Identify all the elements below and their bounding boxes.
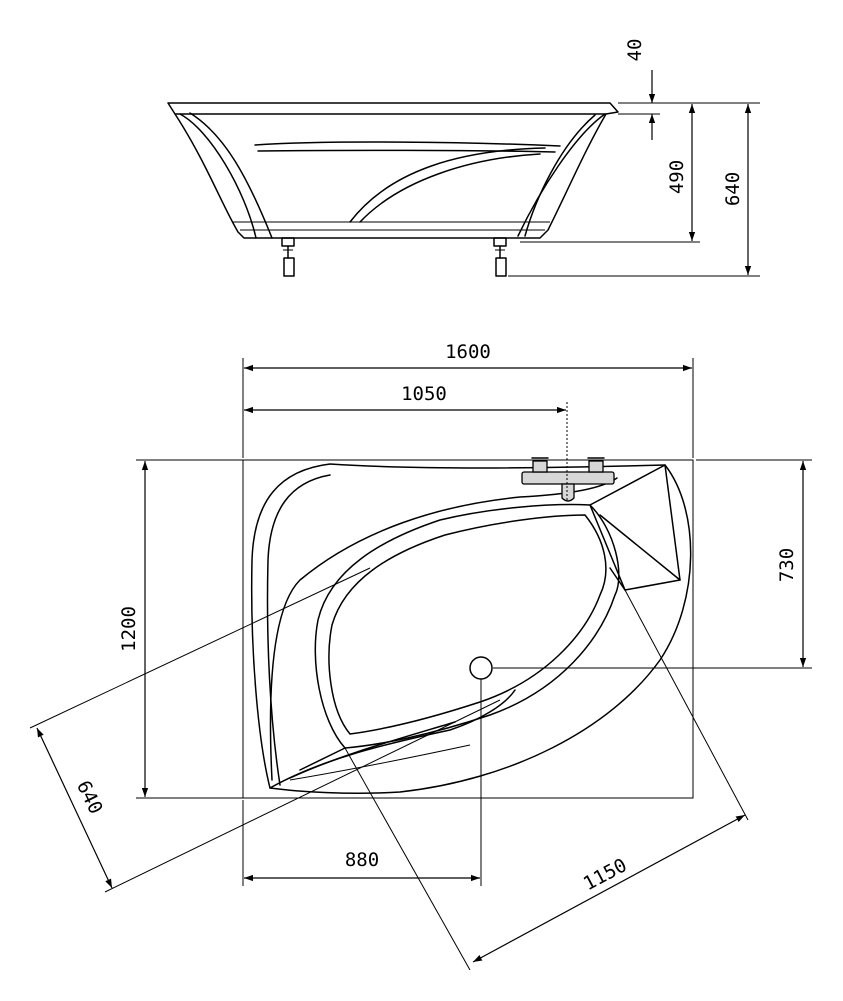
side-view-leg-left xyxy=(281,237,295,277)
diagonal-long-dimension-line xyxy=(472,814,746,963)
side-view-tub-outline xyxy=(167,102,619,239)
top-view: 1600 1050 1200 730 880 1150 640 xyxy=(29,341,812,971)
side-view-leg-right xyxy=(493,237,507,277)
top-view-tub-outline xyxy=(250,463,692,794)
mixer-offset-label: 1050 xyxy=(401,383,447,405)
drain-from-top-label: 730 xyxy=(776,548,798,582)
total-height-label: 640 xyxy=(722,172,744,206)
width-label: 1200 xyxy=(118,606,140,652)
diagonal-long-label: 1150 xyxy=(580,854,631,895)
length-label: 1600 xyxy=(445,341,491,363)
inner-depth-label: 490 xyxy=(666,160,688,194)
diagonal-short-dimension-line xyxy=(36,727,113,889)
rim-height-label: 40 xyxy=(624,39,646,62)
drain-from-left-label: 880 xyxy=(345,849,379,871)
top-view-bounding-box xyxy=(242,459,694,799)
drain-icon xyxy=(469,656,493,680)
side-view: 40 490 640 xyxy=(167,39,760,277)
diagonal-short-label: 640 xyxy=(72,777,107,817)
mixer-tap xyxy=(521,457,615,502)
